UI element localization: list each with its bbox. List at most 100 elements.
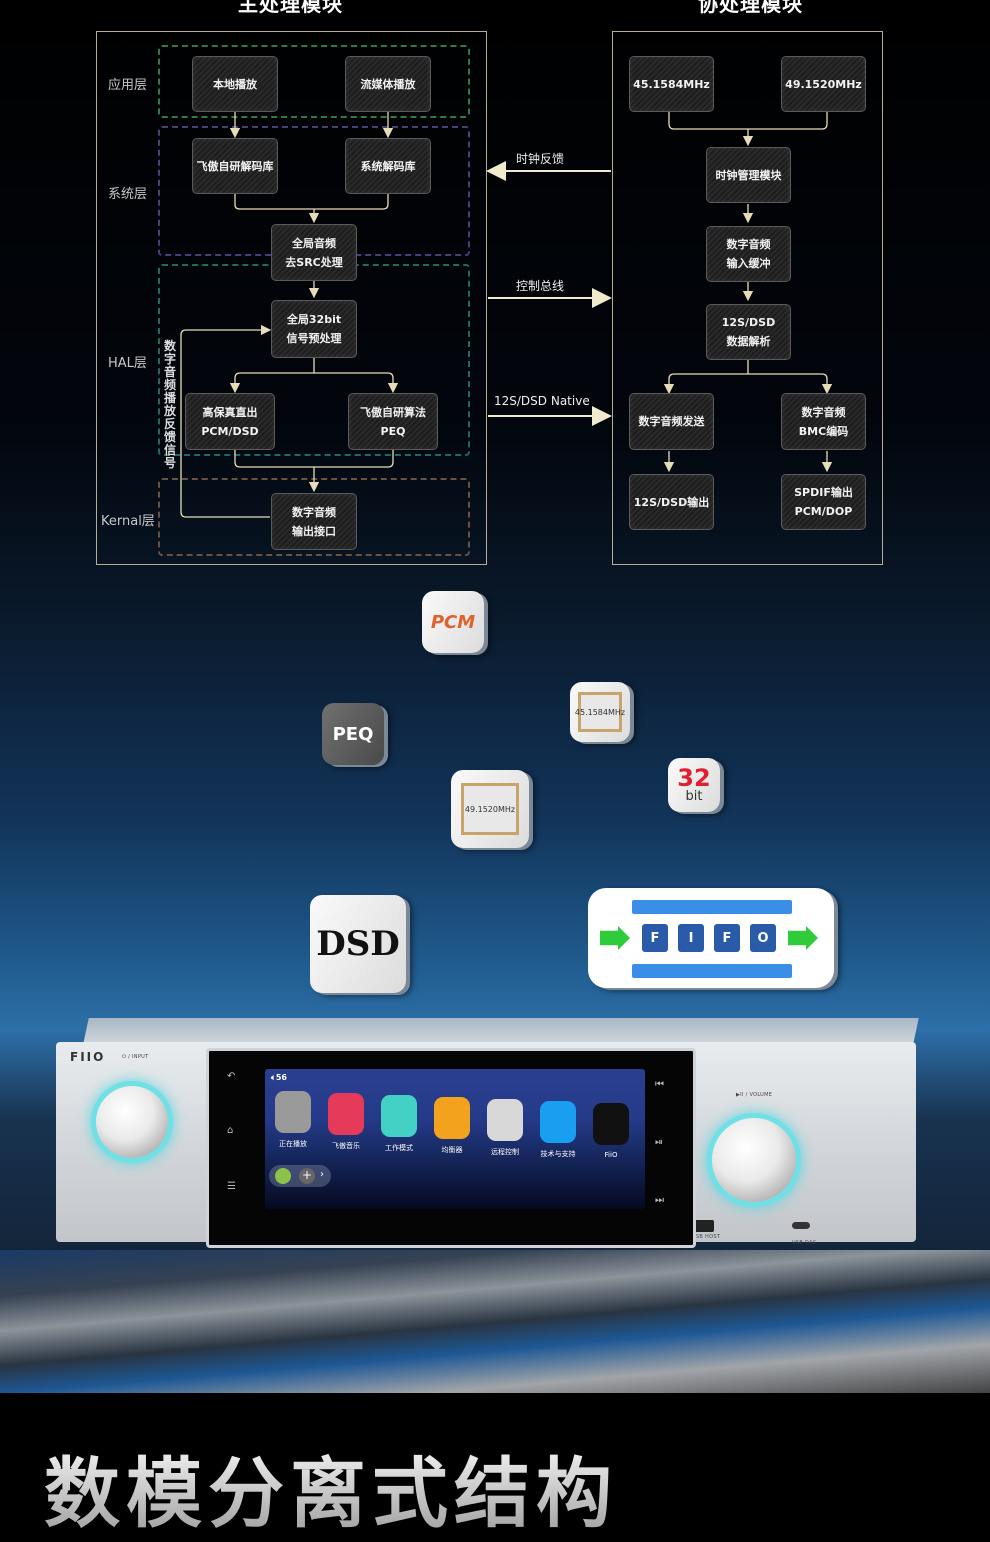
- input-knob[interactable]: [96, 1086, 168, 1158]
- block-clock-management: 时钟管理模块: [706, 147, 791, 203]
- crystal-45-chip-icon: 45.1584MHz: [570, 682, 630, 742]
- bits-unit: bit: [685, 789, 703, 804]
- volume-knob[interactable]: [712, 1118, 796, 1202]
- block-spdif-output: SPDIF输出 PCM/DOP: [781, 474, 866, 530]
- app-label: FiiO: [604, 1151, 618, 1159]
- block-global-32bit: 全局32bit 信号预处理: [271, 300, 357, 358]
- app-label: 工作模式: [385, 1144, 413, 1152]
- block-text-line2: 数据解析: [726, 335, 771, 348]
- volume-value: 56: [275, 1073, 287, 1082]
- fifo-letter: F: [714, 924, 740, 952]
- co-module-title: 协处理模块: [698, 0, 803, 16]
- feedback-signal-label: 数字音频播放反馈信号: [163, 339, 176, 470]
- app-label: 正在播放: [279, 1140, 307, 1148]
- merge-clocks: [668, 112, 828, 130]
- clock-feedback-label: 时钟反馈: [516, 152, 565, 166]
- usb-dac-port: [792, 1222, 810, 1229]
- block-text: 数字音频发送: [638, 415, 705, 428]
- block-text-line1: SPDIF输出: [794, 486, 853, 499]
- 32bit-chip-icon: 32 bit: [668, 758, 720, 812]
- pcm-chip-icon: PCM: [422, 591, 484, 653]
- block-text-line1: 高保真直出: [202, 405, 258, 419]
- usb-host-port: [692, 1220, 714, 1232]
- block-fiio-decoder: 飞傲自研解码库: [192, 138, 278, 194]
- crystal-45-text: 45.1584MHz: [574, 707, 626, 717]
- block-text: 系统解码库: [360, 159, 416, 173]
- reflective-floor: [0, 1250, 990, 1395]
- block-text-line2: 输出接口: [292, 524, 336, 538]
- bits-number: 32: [677, 764, 711, 792]
- speaker-icon: 🔈︎: [271, 1073, 276, 1082]
- peq-chip-icon: PEQ: [322, 703, 384, 765]
- layer-application: [158, 45, 470, 118]
- block-text: 本地播放: [213, 77, 257, 91]
- layer-label-hal: HAL层: [108, 356, 147, 371]
- main-module-frame: [96, 31, 487, 565]
- block-text-line1: 12S/DSD: [721, 316, 776, 329]
- input-label: ⏻ / INPUT: [122, 1054, 149, 1060]
- block-text-line2: 输入缓冲: [726, 257, 771, 270]
- control-bus-label: 控制总线: [516, 279, 565, 293]
- add-app-icon[interactable]: +: [299, 1168, 315, 1184]
- block-text-line2: 信号预处理: [286, 332, 342, 345]
- merge-outputs: [234, 450, 394, 468]
- block-i2s-output: 12S/DSD输出: [629, 474, 714, 530]
- merge-decoders: [234, 194, 389, 210]
- dsd-chip-icon: DSD: [310, 895, 406, 993]
- previous-track-icon[interactable]: ⏮: [655, 1079, 664, 1090]
- block-text-line1: 全局32bit: [286, 313, 342, 326]
- app-icon[interactable]: [593, 1103, 629, 1145]
- crystal-49-text: 49.1520MHz: [464, 804, 516, 814]
- menu-icon[interactable]: ☰: [227, 1181, 236, 1192]
- dock: + ›: [269, 1165, 331, 1187]
- usb-host-label: USB HOST: [692, 1234, 721, 1240]
- dock-more-icon[interactable]: ›: [320, 1169, 324, 1180]
- dock-app-icon[interactable]: [275, 1168, 291, 1184]
- touch-screen: ↶ ⌂ ☰ ⏮ ⏯ ⏭ 🔈︎56 正在播放飞傲音乐工作模式均衡器远程控制技术与支…: [206, 1048, 696, 1248]
- block-text-line2: PEQ: [380, 424, 406, 438]
- app-icon[interactable]: [434, 1097, 470, 1139]
- block-text-line1: 飞傲自研算法: [360, 405, 426, 419]
- headline: 数模分离式结构: [44, 1432, 618, 1542]
- app-label: 技术与支持: [540, 1150, 576, 1158]
- block-digital-out: 数字音频输出接口: [271, 493, 357, 550]
- app-label: 均衡器: [441, 1146, 463, 1154]
- device-top-lid: [83, 1018, 919, 1044]
- block-text-line2: PCM/DOP: [794, 505, 853, 518]
- volume-indicator: 🔈︎56: [271, 1073, 287, 1083]
- app-icon[interactable]: [487, 1099, 523, 1141]
- fifo-letter: O: [750, 924, 776, 952]
- app-icon[interactable]: [275, 1091, 311, 1133]
- fifo-letters: F I F O: [642, 924, 776, 952]
- next-track-icon[interactable]: ⏭: [655, 1195, 664, 1206]
- crystal-49: 49.1520MHz: [461, 783, 519, 835]
- app-label: 远程控制: [491, 1148, 519, 1156]
- layer-label-kernal: Kernal层: [101, 514, 155, 529]
- block-global-src: 全局音频去SRC处理: [271, 224, 357, 281]
- app-icon[interactable]: [540, 1101, 576, 1143]
- block-text-line2: BMC编码: [798, 424, 849, 438]
- play-pause-icon[interactable]: ⏯: [655, 1137, 663, 1148]
- block-text: 49.1520MHz: [785, 77, 862, 91]
- fifo-chip-icon: F I F O: [588, 888, 834, 988]
- fiio-device: FIIO ⏻ / INPUT ▶II / VOLUME USB HOST USB…: [56, 1018, 936, 1270]
- layer-label-system: 系统层: [108, 187, 148, 202]
- block-text-line2: 去SRC处理: [285, 255, 343, 269]
- app-icon[interactable]: [381, 1095, 417, 1137]
- fifo-bar-top: [632, 900, 792, 914]
- block-text: 流媒体播放: [360, 77, 416, 91]
- volume-label: ▶II / VOLUME: [736, 1092, 773, 1098]
- fifo-letter: I: [678, 924, 704, 952]
- block-system-decoder: 系统解码库: [345, 138, 431, 194]
- home-icon[interactable]: ⌂: [227, 1125, 234, 1136]
- block-text: 飞傲自研解码库: [196, 159, 274, 173]
- back-icon[interactable]: ↶: [227, 1071, 236, 1082]
- crystal-45: 45.1584MHz: [574, 692, 626, 732]
- block-i2s-parse: 12S/DSD 数据解析: [706, 304, 791, 360]
- app-icon[interactable]: [328, 1093, 364, 1135]
- block-clock-45: 45.1584MHz: [629, 56, 714, 112]
